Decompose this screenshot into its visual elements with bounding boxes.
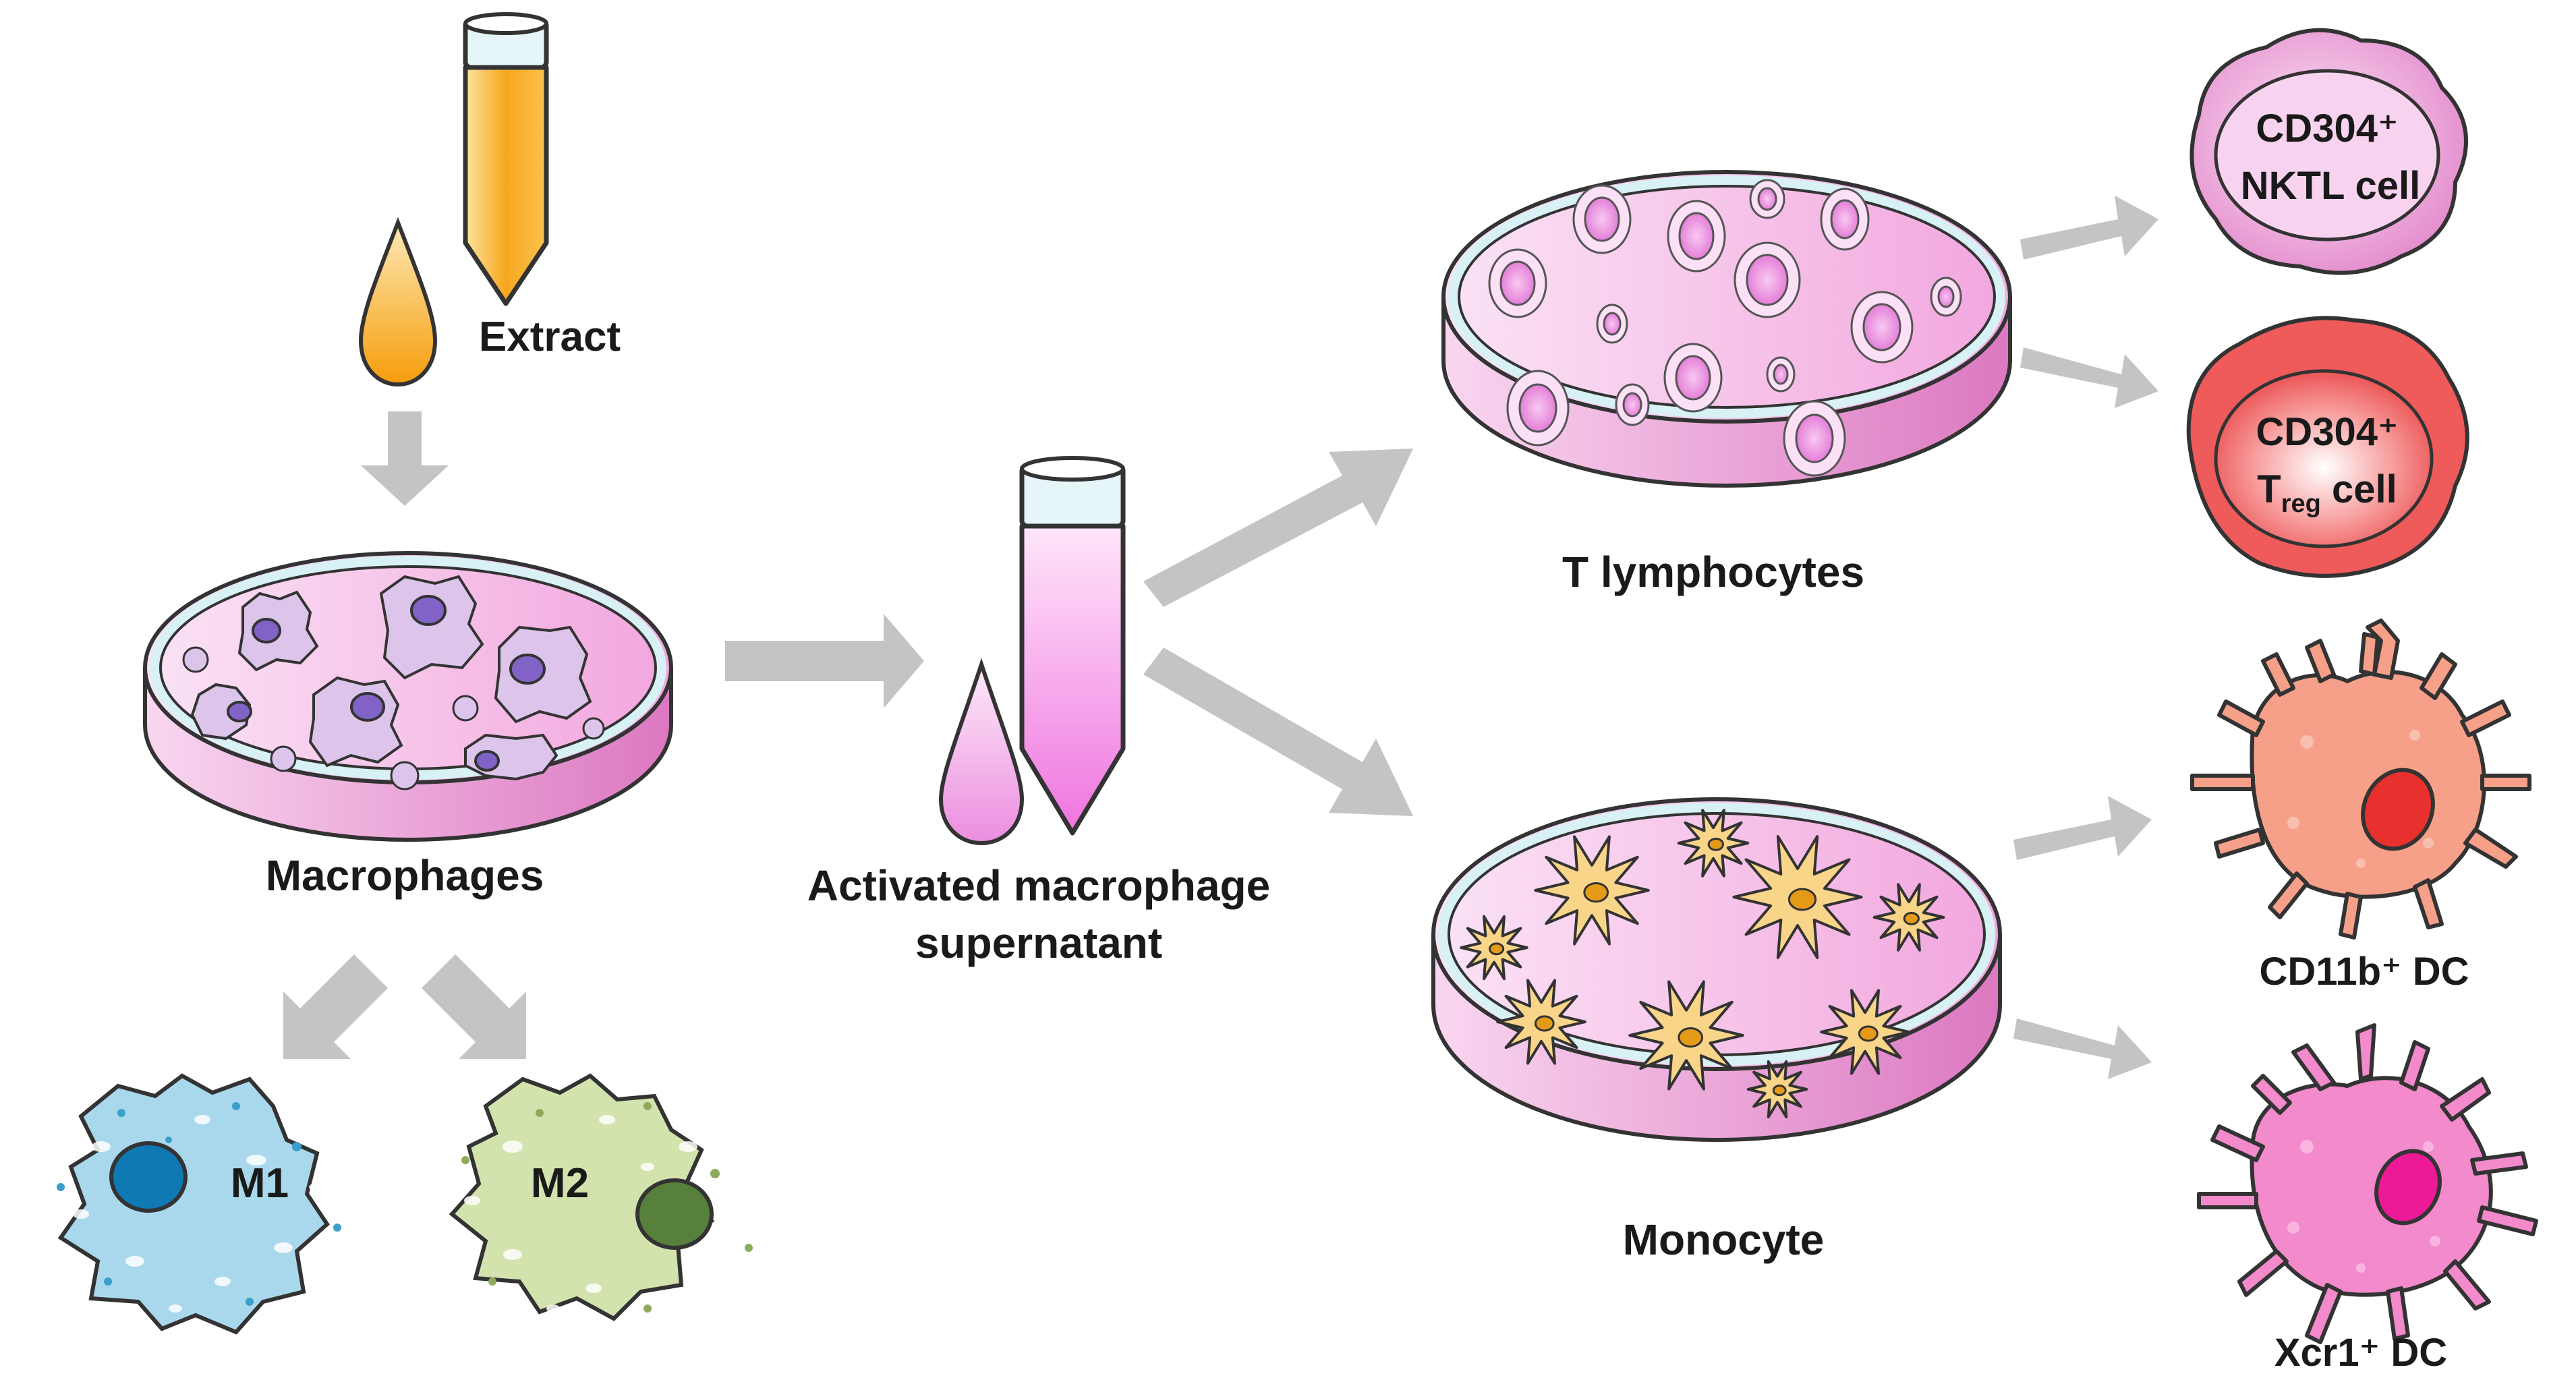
macrophage-cell [464, 733, 559, 781]
monocyte-nucleus [1858, 1025, 1879, 1042]
macrophage-cell [237, 590, 319, 672]
treg-label-line2: Treg cell [2257, 467, 2397, 518]
monocyte-cell [1496, 979, 1586, 1065]
t-lymphocyte-cell [1783, 400, 1846, 477]
treg-label-sub: reg [2281, 490, 2321, 518]
monocyte-cell [1732, 835, 1863, 959]
cd11b-dc [2190, 619, 2531, 940]
nktl-label-line1: CD304⁺ [2256, 107, 2398, 150]
treg-label-rest: cell [2321, 467, 2397, 511]
macrophage-dish [143, 551, 673, 842]
arrow-to-xcr1-dc [2013, 1018, 2152, 1079]
xcr1-dc [2197, 1023, 2538, 1344]
monocyte-nucleus [1787, 888, 1817, 911]
monocyte-nucleus [1489, 942, 1505, 956]
t-lymphocyte-cell [1615, 383, 1650, 426]
t-lymphocyte-cell [1667, 200, 1726, 272]
supernatant-label-line1: Activated macrophage [807, 861, 1270, 910]
xcr1-dc-label: Xcr1⁺ DC [2274, 1331, 2447, 1375]
monocyte-cell [1820, 989, 1910, 1075]
m1-label: M1 [231, 1160, 289, 1207]
monocyte-cell [1534, 835, 1650, 946]
arrow-to-t-lymphocytes [1143, 449, 1413, 607]
arrow-to-m1 [283, 954, 388, 1059]
t-lymphocyte-cell [1820, 188, 1870, 251]
treg-label-T: T [2257, 467, 2281, 511]
monocyte-nucleus [1707, 838, 1724, 851]
arrow-extract-to-dish [361, 411, 449, 506]
m2-label: M2 [531, 1160, 589, 1207]
monocyte-dish [1431, 797, 2002, 1142]
m2-macrophage [449, 1073, 753, 1321]
supernatant-drop [938, 658, 1025, 846]
monocyte-cell [1677, 809, 1750, 878]
cd11b-dc-label: CD11b⁺ DC [2259, 950, 2469, 994]
monocyte-nucleus [1772, 1085, 1787, 1097]
arrow-to-m2 [422, 954, 526, 1059]
extract-drop [358, 217, 438, 387]
monocyte-nucleus [1678, 1027, 1704, 1048]
nktl-cell [2189, 28, 2468, 275]
arrow-to-treg [2020, 347, 2158, 408]
t-lymphocyte-cell [1506, 370, 1570, 447]
monocyte-nucleus [1583, 882, 1609, 903]
arrow-to-monocyte [1143, 648, 1413, 816]
supernatant-label-line2: supernatant [915, 919, 1162, 967]
arrow-to-supernatant [725, 614, 924, 708]
monocyte-cell [1460, 915, 1528, 981]
monocyte-label: Monocyte [1623, 1215, 1825, 1264]
t-lymphocyte-cell [1488, 248, 1547, 318]
monocyte-nucleus [1903, 912, 1920, 925]
t-lymphocyte-cell [1663, 343, 1723, 413]
macrophages-label: Macrophages [266, 851, 544, 900]
t-lymphocyte-cell [1572, 184, 1632, 254]
arrow-to-cd11b-dc [2013, 796, 2152, 860]
t-lymphocyte-cell [1596, 304, 1628, 344]
extract-label: Extract [479, 314, 621, 360]
monocyte-cell [1746, 1060, 1808, 1119]
monocyte-nucleus [1534, 1015, 1555, 1032]
treg-label-line1: CD304⁺ [2256, 410, 2398, 454]
macrophage-cell [379, 575, 484, 680]
macrophage-cell [494, 625, 592, 724]
t-lymphocyte-cell [1749, 179, 1785, 219]
macrophage-cell [308, 676, 403, 768]
t-lymphocytes-label: T lymphocytes [1562, 548, 1864, 596]
t-lymphocyte-cell [1734, 241, 1801, 318]
t-lymphocyte-cell [1766, 356, 1796, 393]
t-lymphocyte-dish [1441, 170, 2012, 488]
nktl-label-line2: NKTL cell [2241, 164, 2420, 208]
arrow-to-nktl [2020, 196, 2158, 260]
treg-cell [2186, 316, 2469, 578]
m1-macrophage [57, 1073, 341, 1335]
t-lymphocyte-cell [1850, 291, 1914, 364]
extract-tube [463, 12, 549, 306]
monocyte-cell [1628, 980, 1744, 1091]
macrophage-cell [190, 683, 252, 741]
t-lymphocyte-cell [1930, 277, 1962, 317]
supernatant-tube [1019, 456, 1126, 836]
monocyte-cell [1872, 883, 1945, 952]
